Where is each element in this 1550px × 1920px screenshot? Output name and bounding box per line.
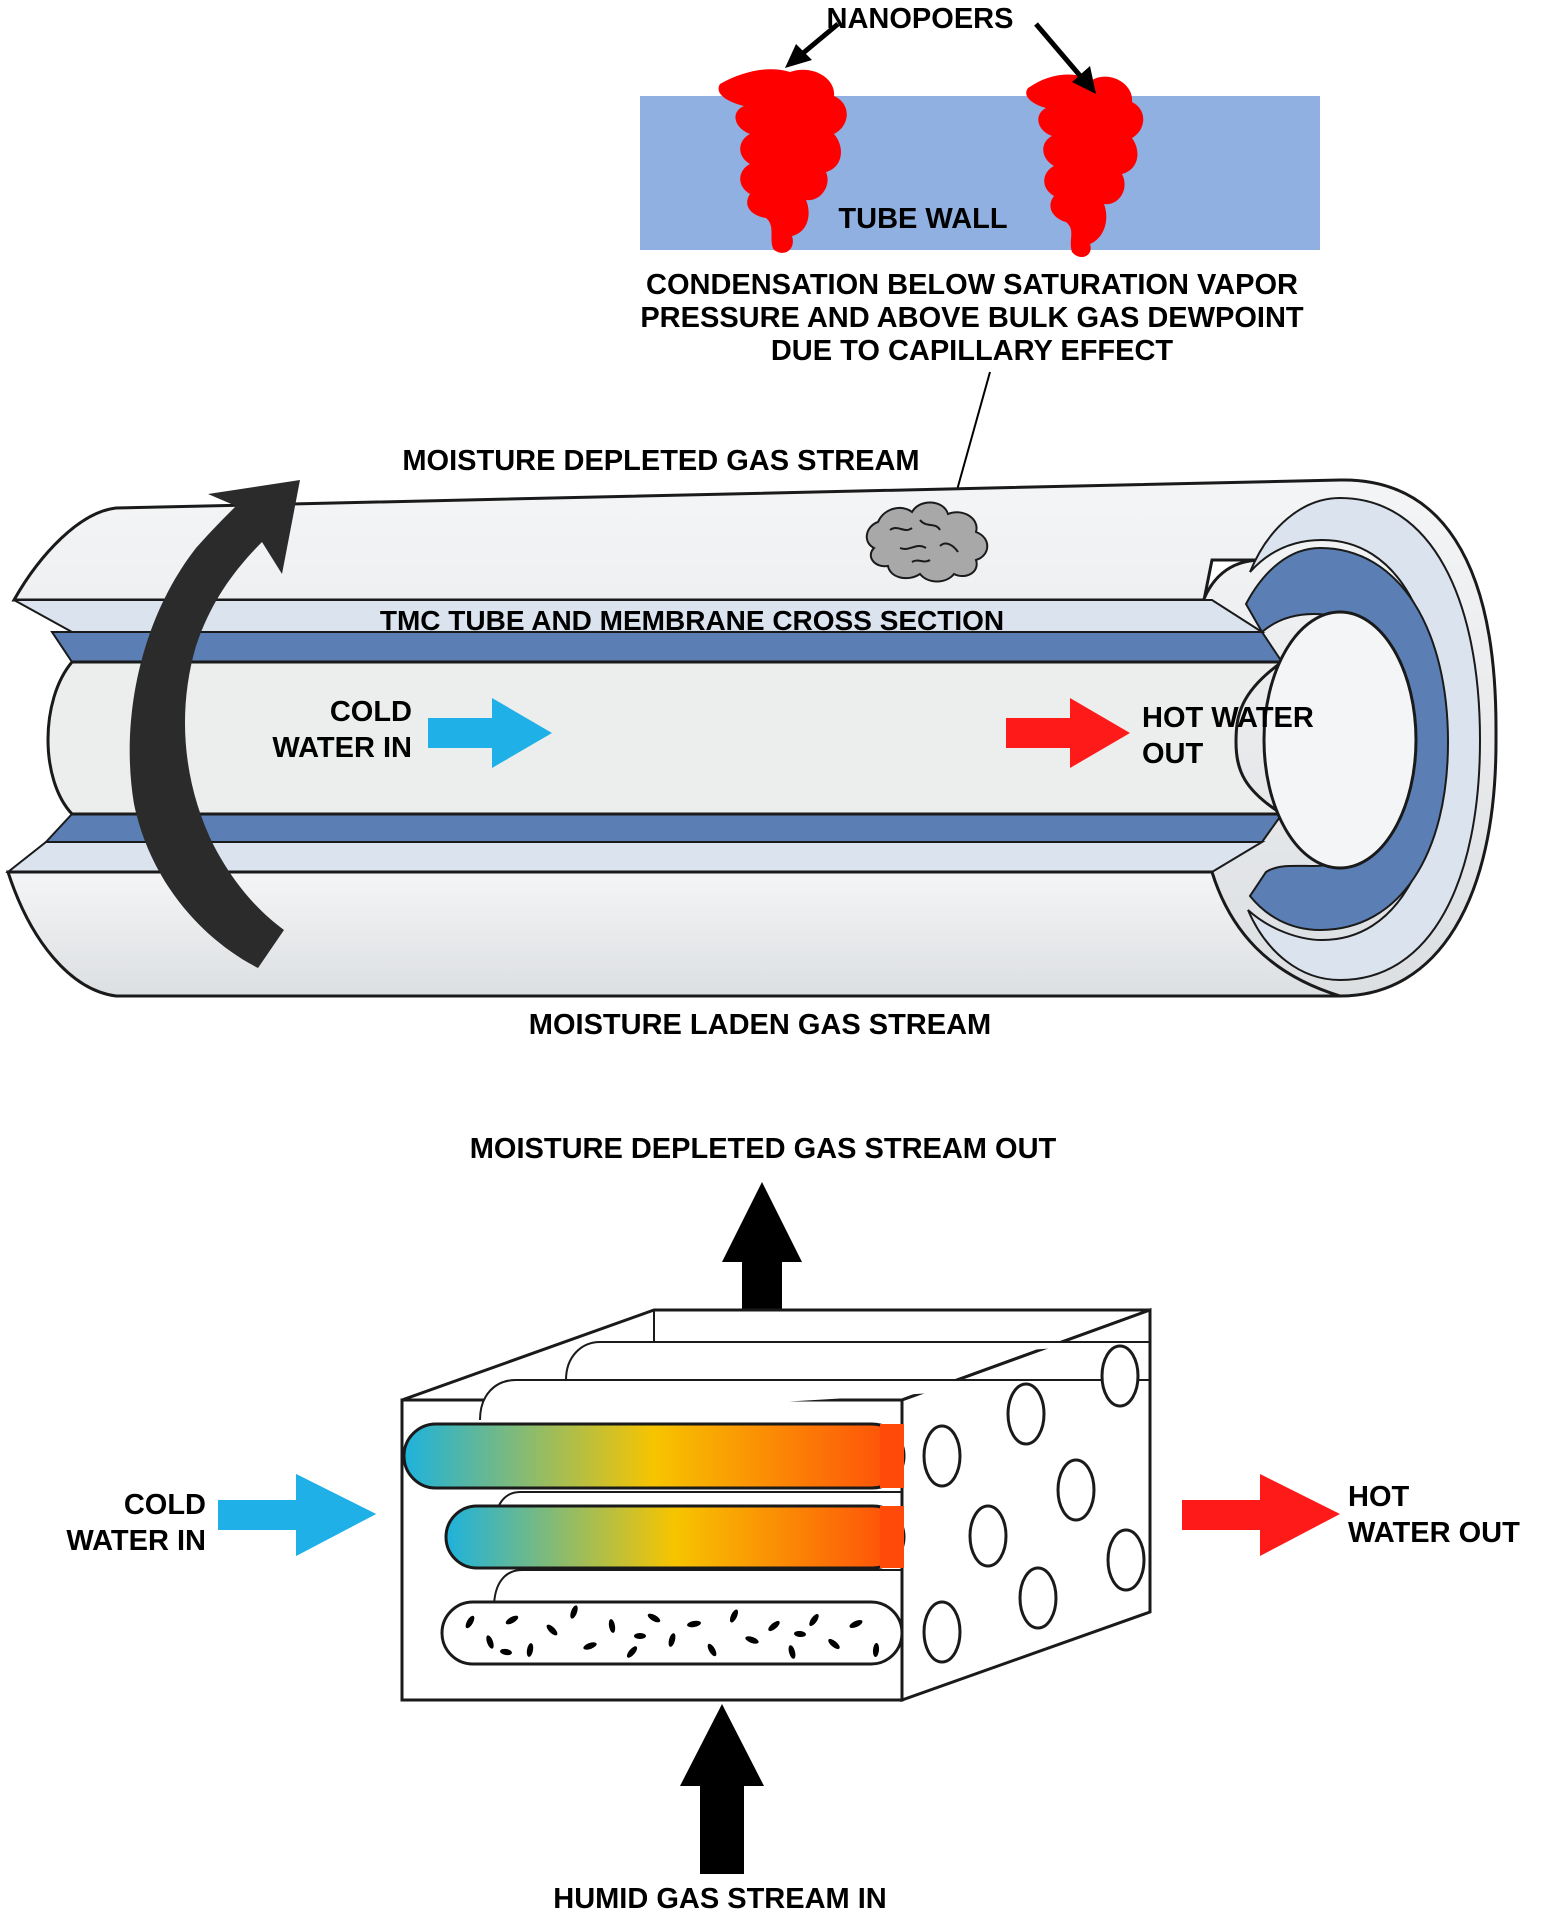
upper-membrane	[50, 631, 1284, 663]
gas-flow-curved-arrow	[129, 480, 300, 968]
condensation-leader-line	[951, 371, 991, 509]
heat-tube-2	[444, 1504, 906, 1570]
hot-water-arrow-module	[1182, 1474, 1340, 1556]
tmc-tube-cross-section	[5, 478, 1498, 998]
heat-tube-1	[402, 1422, 906, 1490]
hot-water-out-label-1: HOT WATER	[1142, 702, 1314, 734]
gas-membrane-tube	[440, 1600, 904, 1666]
cold-water-arrow-module	[218, 1474, 376, 1556]
tube-end-membrane-ring	[1244, 546, 1450, 932]
cold-water-in-label-1: COLD	[330, 696, 412, 728]
tmc-cross-section-label: TMC TUBE AND MEMBRANE CROSS SECTION	[380, 605, 1004, 636]
membrane-module-box	[400, 1307, 1152, 1703]
depleted-out-arrow	[722, 1182, 802, 1348]
tube-inner-bore	[46, 660, 1288, 816]
gas-particles	[465, 1605, 880, 1659]
nanopores-label: NANOPOERS	[827, 3, 1014, 35]
hot-water-out-label-b1: HOT	[1348, 1481, 1410, 1513]
humid-gas-in-label: HUMID GAS STREAM IN	[553, 1883, 887, 1915]
nanopore-pointer-left	[785, 22, 840, 68]
moisture-depleted-label: MOISTURE DEPLETED GAS STREAM	[402, 445, 919, 477]
humid-gas-in-arrow	[680, 1704, 764, 1874]
hot-water-out-label-2: OUT	[1142, 738, 1204, 770]
nanopore-pointer-right	[1034, 22, 1096, 94]
condensation-note: CONDENSATION BELOW SATURATION VAPOR PRES…	[640, 269, 1304, 509]
cold-water-in-label-b1: COLD	[124, 1489, 206, 1521]
back-tube-2	[479, 1379, 1150, 1421]
back-tube-4	[493, 1569, 902, 1609]
condensate-cluster-icon	[865, 501, 989, 583]
condensation-line-1: CONDENSATION BELOW SATURATION VAPOR	[646, 269, 1298, 301]
back-tube-1	[565, 1341, 1150, 1381]
tube-wall-label: TUBE WALL	[838, 203, 1007, 235]
side-face-openings	[922, 1344, 1146, 1664]
tube-bore-opening	[1262, 610, 1418, 870]
tube-lower-shell	[5, 870, 1341, 998]
depleted-out-label: MOISTURE DEPLETED GAS STREAM OUT	[470, 1133, 1057, 1165]
hot-water-out-label-b2: WATER OUT	[1348, 1517, 1520, 1549]
cold-water-arrow-tube	[428, 698, 552, 768]
nanopore-left	[718, 69, 847, 253]
cold-water-in-label-b2: WATER IN	[66, 1525, 206, 1557]
condensation-line-3: DUE TO CAPILLARY EFFECT	[771, 335, 1174, 367]
condensation-line-2: PRESSURE AND ABOVE BULK GAS DEWPOINT	[640, 302, 1304, 334]
lower-membrane	[43, 813, 1284, 843]
hot-water-arrow-tube	[1006, 698, 1130, 768]
tube-wall-inset: TUBE WALL NANOPOERS	[640, 3, 1320, 258]
cold-water-in-label-2: WATER IN	[272, 732, 412, 764]
nanopore-right	[1026, 74, 1144, 258]
moisture-laden-label: MOISTURE LADEN GAS STREAM	[529, 1009, 991, 1041]
